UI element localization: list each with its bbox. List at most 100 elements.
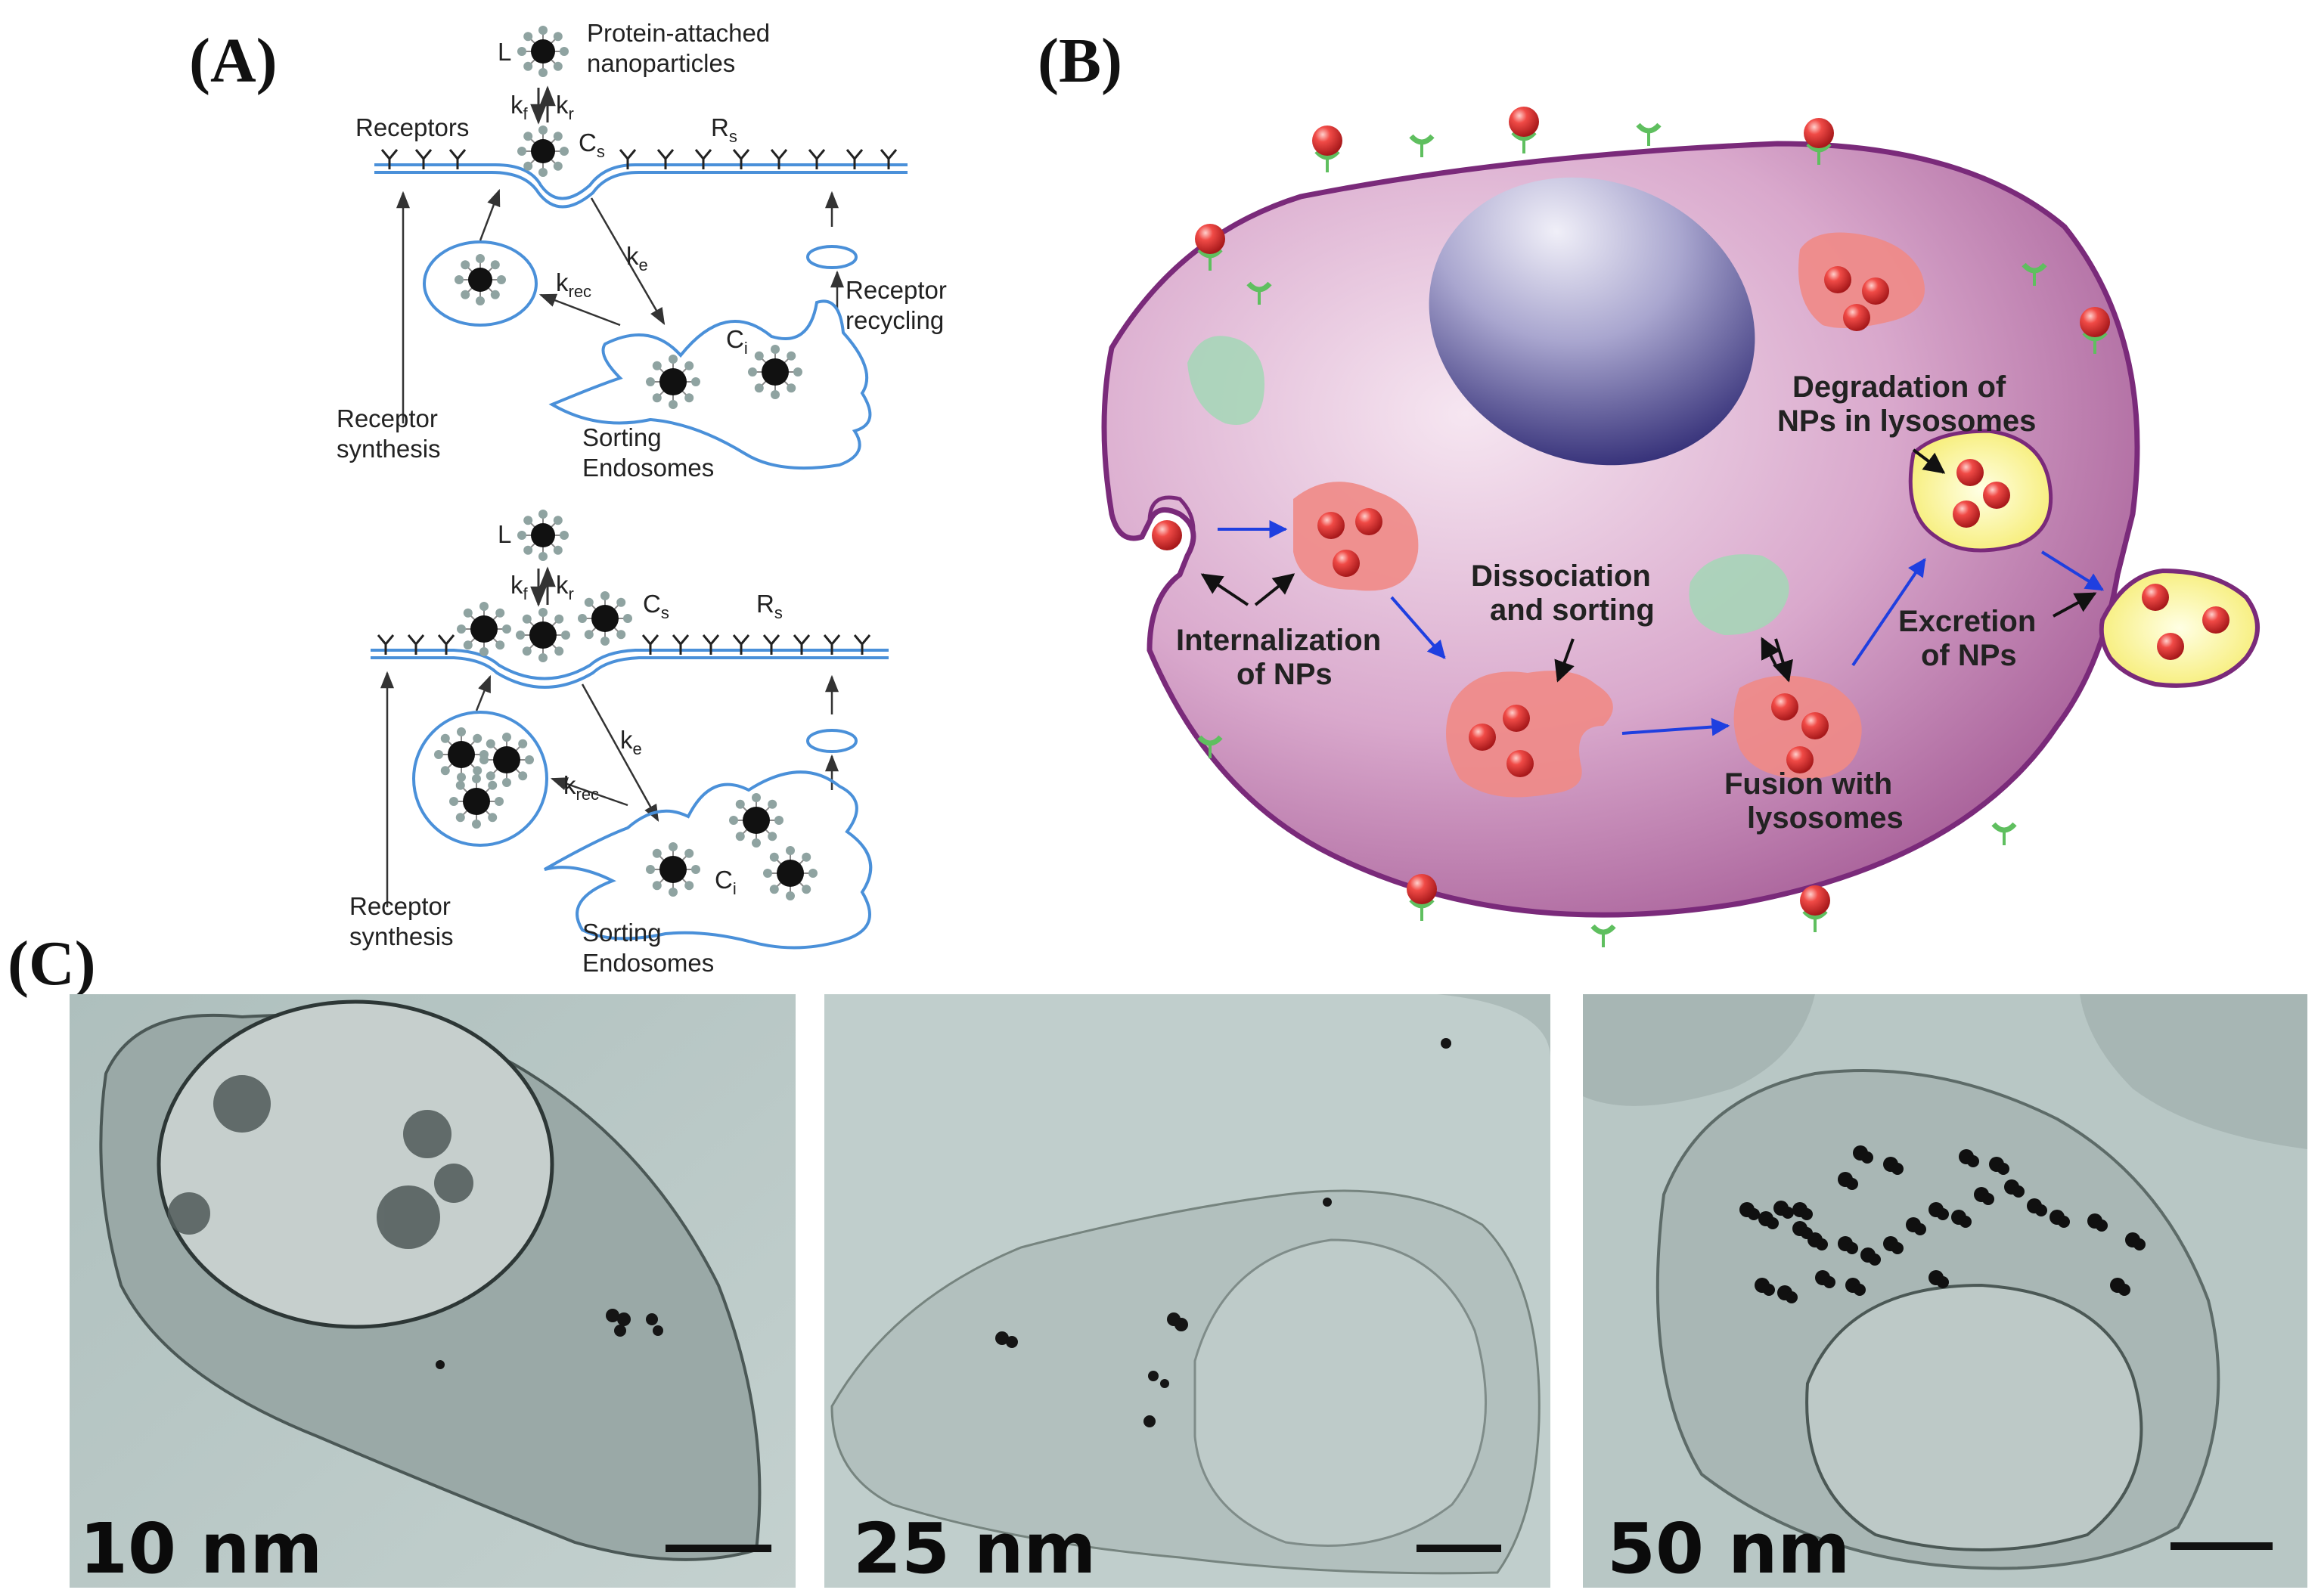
surface-nanoparticle bbox=[1804, 118, 1834, 148]
ligand-protein bbox=[434, 750, 443, 759]
np-sphere bbox=[1506, 750, 1534, 777]
np-cluster-particle bbox=[1997, 1163, 2009, 1175]
internalization-label-line2: of NPs bbox=[1237, 658, 1333, 691]
vesicle-to-membrane-arrow bbox=[479, 188, 501, 241]
flow-arrow-4 bbox=[1851, 558, 1926, 667]
ligand-protein bbox=[768, 799, 777, 809]
ligand-protein bbox=[684, 361, 694, 370]
excreted-np-2 bbox=[2157, 633, 2184, 660]
ligand-protein bbox=[449, 797, 458, 806]
receptor bbox=[414, 149, 433, 169]
ligand-protein bbox=[684, 393, 694, 403]
ligand-protein bbox=[691, 865, 700, 874]
ligand-protein bbox=[560, 147, 569, 156]
np-cluster-particle bbox=[2096, 1219, 2108, 1232]
ligand-protein bbox=[457, 773, 466, 782]
ligand-protein bbox=[522, 614, 532, 624]
np-cluster-particle bbox=[1846, 1242, 1858, 1254]
kr-label: kr bbox=[556, 91, 574, 123]
green-vesicle-right bbox=[1689, 554, 1789, 635]
endosome-nanoparticle-1 bbox=[646, 842, 700, 897]
ligand-protein bbox=[517, 47, 526, 56]
excreted-np-1 bbox=[2142, 584, 2169, 611]
ligand-protein bbox=[473, 766, 483, 776]
sorting-np-2 bbox=[1503, 705, 1530, 732]
np-core bbox=[463, 788, 490, 815]
nanoparticle-clusters bbox=[436, 1309, 663, 1369]
ligand-protein bbox=[652, 848, 662, 858]
ligand-protein bbox=[523, 61, 533, 71]
receptor bbox=[702, 634, 720, 655]
pointer-internalization-pit bbox=[1200, 573, 1249, 606]
kf-label: kf bbox=[510, 571, 529, 603]
krec-arrow bbox=[550, 777, 628, 807]
ligand-protein bbox=[769, 852, 779, 862]
panel-a-top-schematic: L Protein-attached nanoparticles kf kr C… bbox=[337, 19, 947, 482]
ligand-protein bbox=[538, 126, 548, 135]
ligand-protein bbox=[455, 275, 464, 284]
np-cluster-particle bbox=[1782, 1207, 1794, 1219]
ligand-protein bbox=[486, 739, 495, 748]
bound-nanoparticle bbox=[517, 126, 569, 177]
ligand-protein bbox=[553, 61, 563, 71]
endosome-nanoparticle-2 bbox=[748, 345, 802, 399]
cell-membrane bbox=[371, 649, 889, 680]
sorting-np-3 bbox=[1506, 750, 1534, 777]
ligand-protein bbox=[455, 813, 465, 823]
ligand-protein bbox=[652, 393, 662, 403]
pointer-degradation bbox=[1912, 448, 1946, 474]
ligand-protein bbox=[490, 290, 500, 299]
ligand-protein bbox=[518, 771, 528, 781]
ligand-protein bbox=[516, 631, 525, 640]
internalizing-nanoparticle bbox=[1152, 520, 1182, 550]
ligand-protein bbox=[793, 367, 802, 377]
sorting-label-line1: Sorting bbox=[582, 423, 662, 451]
surface-nanoparticle bbox=[1312, 126, 1342, 156]
ligand-protein bbox=[748, 367, 757, 377]
flow-arrow-5 bbox=[2040, 550, 2105, 591]
np-sphere bbox=[1771, 693, 1798, 721]
vesicle-nanoparticle-3 bbox=[449, 774, 504, 829]
krec-label: krec bbox=[563, 771, 599, 804]
np-cluster-particle bbox=[1786, 1291, 1798, 1303]
krec-label: krec bbox=[556, 268, 591, 301]
endosome-np-1 bbox=[1317, 512, 1345, 539]
panel-label-c: (C) bbox=[8, 928, 96, 999]
size-label: 50 nm bbox=[1607, 1508, 1850, 1589]
receptor bbox=[672, 634, 690, 655]
np-cluster-particle bbox=[1854, 1284, 1866, 1296]
ligand-protein bbox=[786, 891, 795, 900]
receptor bbox=[407, 634, 425, 655]
surface-nanoparticle bbox=[1800, 885, 1830, 916]
vesicle-to-membrane-arrow bbox=[475, 674, 492, 711]
np-sphere bbox=[1843, 304, 1870, 331]
surface-nanoparticle bbox=[2080, 307, 2110, 337]
ligand-protein bbox=[502, 624, 511, 634]
sorting-label-line2: Endosomes bbox=[582, 949, 714, 977]
surface-nanoparticle bbox=[1407, 874, 1437, 904]
ligand-protein bbox=[463, 608, 473, 618]
np-cluster-particle bbox=[1846, 1178, 1858, 1190]
ligand-protein bbox=[553, 132, 563, 141]
late-np-3 bbox=[1786, 746, 1814, 773]
pointer-excretion bbox=[2053, 592, 2097, 618]
ci-label: Ci bbox=[715, 866, 737, 898]
endosome-np-3 bbox=[1333, 550, 1360, 577]
endosome-nanoparticle-2 bbox=[729, 793, 783, 848]
receptors-label: Receptors bbox=[355, 113, 469, 141]
ligand-protein bbox=[440, 733, 450, 743]
np-core bbox=[591, 605, 619, 632]
receptor bbox=[770, 149, 788, 169]
np-sphere bbox=[1786, 746, 1814, 773]
ligand-protein bbox=[473, 733, 483, 743]
degradation-endosome bbox=[1798, 232, 1925, 328]
internalization-label-line1: Internalization bbox=[1176, 624, 1381, 657]
sorting-endosome bbox=[544, 770, 873, 950]
np-core bbox=[529, 621, 557, 649]
green-vesicle-left bbox=[1187, 336, 1264, 425]
np-sphere bbox=[1983, 482, 2010, 509]
ligand-protein bbox=[440, 766, 450, 776]
ligand-protein bbox=[538, 552, 548, 561]
receptor bbox=[656, 149, 675, 169]
